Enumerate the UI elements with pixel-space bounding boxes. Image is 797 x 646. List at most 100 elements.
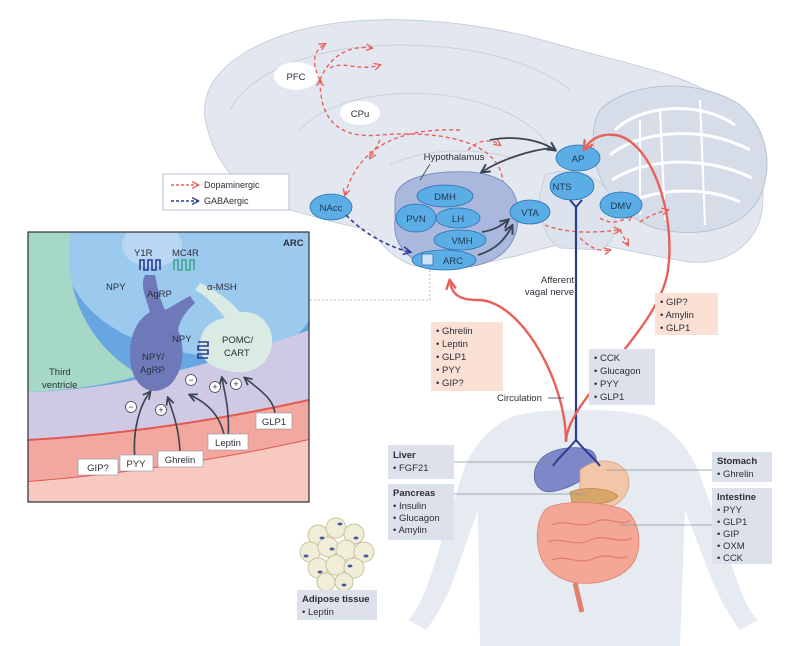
vagal-item: • Glucagon (594, 366, 641, 377)
organ-box-stomach: Stomach • Ghrelin (606, 452, 772, 482)
vmh-region (433, 229, 487, 251)
signal-box-to-ap: • GIP? • Amylin • GLP1 (655, 293, 718, 335)
adipose-item: • Leptin (302, 607, 334, 618)
hypothalamus-label: Hypothalamus (424, 152, 485, 163)
ghrelin-hormone-label: Ghrelin (165, 455, 196, 466)
mc4r-label: MC4R (172, 248, 199, 259)
pancreas-item: • Amylin (393, 525, 427, 536)
organ-box-intestine: Intestine • PYY • GLP1 • GIP • OXM • CCK (620, 488, 772, 564)
pfc-region (274, 62, 318, 90)
cpu-region (340, 101, 380, 125)
adipose-cells (299, 517, 375, 592)
afferent-vagal-label-1: Afferent (541, 275, 574, 286)
plus-sign: + (212, 382, 217, 392)
plus-sign: + (233, 379, 238, 389)
npy-agrp-label-1: NPY/ (142, 352, 165, 363)
to-ap-item: • Amylin (660, 310, 694, 321)
neural-connections (477, 137, 555, 256)
signal-box-vagal: • CCK • Glucagon • PYY • GLP1 (589, 349, 655, 405)
agrp-label: AgRP (147, 289, 172, 300)
to-arc-item: • GLP1 (436, 352, 466, 363)
nts-region (549, 171, 595, 201)
nacc-region (309, 193, 353, 221)
nts-label: NTS (553, 182, 572, 193)
pancreas-item: • Glucagon (393, 513, 440, 524)
signal-box-to-arc: • Ghrelin • Leptin • GLP1 • PYY • GIP? (431, 322, 503, 391)
minus-sign: − (188, 375, 193, 385)
brain-section: PFC CPu DMH PVN LH (204, 19, 768, 271)
legend: Dopaminergic GABAergic (162, 173, 290, 211)
vta-label: VTA (521, 208, 539, 219)
glp1-hormone-label: GLP1 (262, 417, 286, 428)
adipose-nuclei (303, 522, 369, 587)
y1r-label: Y1R (134, 248, 153, 259)
organ-box-pancreas: Pancreas • Insulin • Glucagon • Amylin (388, 484, 585, 540)
to-ap-item: • GLP1 (660, 323, 690, 334)
vta-region (509, 199, 551, 225)
pfc-label: PFC (287, 72, 306, 83)
intestine-item: • GLP1 (717, 517, 747, 528)
pancreas-title: Pancreas (393, 488, 435, 499)
vagal-item: • GLP1 (594, 392, 624, 403)
arc-square-icon (421, 253, 434, 266)
liver-item: • FGF21 (393, 463, 429, 474)
y1r-receptor-icon (139, 259, 161, 271)
intestine-item: • GIP (717, 529, 739, 540)
gabaergic-projection (345, 214, 410, 252)
third-ventricle-label-2: ventricle (42, 380, 77, 391)
leptin-hormone-label: Leptin (215, 438, 241, 449)
hormone-input-arrows (133, 378, 276, 461)
organ-box-adipose: Adipose tissue • Leptin (297, 590, 377, 620)
to-arc-item: • PYY (436, 365, 462, 376)
vagal-item: • CCK (594, 353, 621, 364)
to-arc-item: • Leptin (436, 339, 468, 350)
arc-label: ARC (443, 256, 463, 267)
to-arc-item: • GIP? (436, 378, 464, 389)
vmh-label: VMH (451, 236, 472, 247)
npy-top-label: NPY (106, 282, 126, 293)
plus-sign: + (158, 405, 163, 415)
dmh-label: DMH (434, 192, 456, 203)
npy-mid-label: NPY (172, 334, 192, 345)
pomc-label-2: CART (224, 348, 250, 359)
liver-title: Liver (393, 450, 416, 461)
to-arc-item: • Ghrelin (436, 326, 473, 337)
minus-sign: − (128, 402, 133, 412)
lh-label: LH (452, 214, 464, 225)
pancreas-item: • Insulin (393, 501, 426, 512)
dmh-region (416, 184, 474, 208)
intestine-title: Intestine (717, 492, 756, 503)
alpha-msh-label: α-MSH (207, 282, 237, 293)
arc-inset-title: ARC (283, 238, 304, 249)
stomach-title: Stomach (717, 456, 757, 467)
cpu-label: CPu (351, 109, 369, 120)
legend-dopaminergic-label: Dopaminergic (204, 180, 260, 190)
circulation-label: Circulation (497, 393, 542, 404)
intestine-shape (536, 502, 640, 584)
npy-receptor-icon (197, 341, 209, 359)
adipose-title: Adipose tissue (302, 594, 370, 605)
third-ventricle-label-1: Third (49, 367, 71, 378)
gip-hormone-label: GIP? (87, 463, 109, 474)
npy-agrp-label-2: AgRP (140, 365, 165, 376)
vagal-item: • PYY (594, 379, 620, 390)
afferent-vagal-label-2: vagal nerve (525, 287, 574, 298)
arc-inset: ARC Y1R MC4R NPY AgRP α-MSH NPY POMC/ CA… (27, 231, 310, 503)
to-ap-item: • GIP? (660, 297, 688, 308)
pomc-label-1: POMC/ (222, 335, 254, 346)
mc4r-receptor-icon (173, 259, 195, 271)
lh-region (435, 207, 481, 229)
hypothalamus: DMH PVN LH VMH ARC (394, 171, 519, 271)
pyy-hormone-label: PYY (126, 459, 146, 470)
stomach-item: • Ghrelin (717, 469, 754, 480)
pvn-label: PVN (406, 214, 426, 225)
organ-box-liver: Liver • FGF21 (388, 445, 555, 479)
legend-gabaergic-label: GABAergic (204, 196, 249, 206)
organs (533, 447, 640, 613)
ap-label: AP (572, 154, 585, 165)
intestine-item: • CCK (717, 553, 744, 564)
dmv-label: DMV (610, 201, 632, 212)
dmv-region (599, 191, 643, 219)
intestine-item: • PYY (717, 505, 743, 516)
